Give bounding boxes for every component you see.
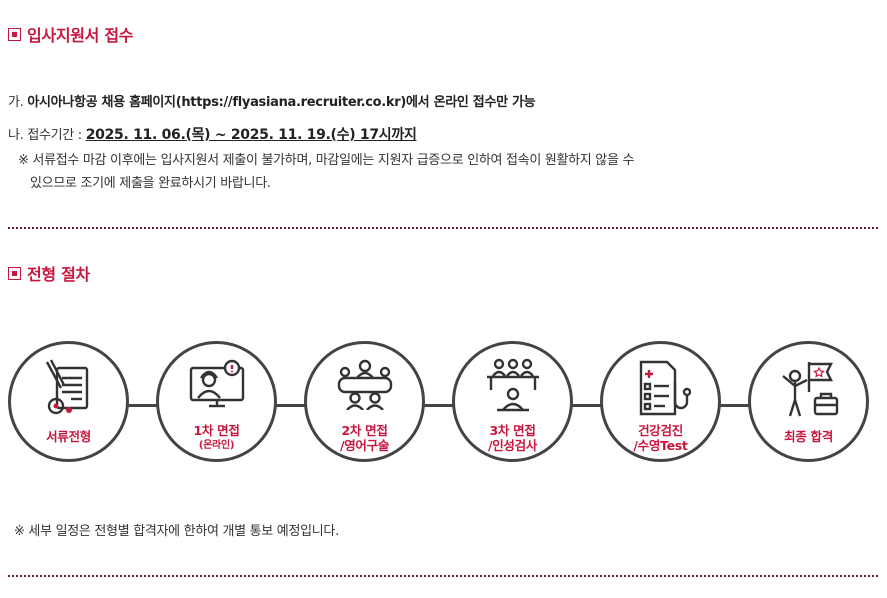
section-title-process: 전형 절차 bbox=[8, 261, 90, 285]
note-line-2: 있으므로 조기에 제출을 완료하시기 바랍니다. bbox=[30, 176, 271, 191]
item-b: 나. 접수기간 : 2025. 11. 06.(목) ~ 2025. 11. 1… bbox=[8, 127, 417, 143]
step-label: 3차 면접 /인성검사 bbox=[487, 423, 538, 453]
step-document-screening: 서류전형 bbox=[8, 341, 129, 462]
document-gear-icon bbox=[45, 359, 88, 415]
step-label: 1차 면접 (온라인) bbox=[193, 423, 240, 451]
section-divider bbox=[8, 227, 878, 229]
step-health-check: 건강검진 /수영Test bbox=[600, 341, 721, 462]
online-interview-icon bbox=[189, 359, 244, 408]
step-label: 2차 면접 /영어구술 bbox=[339, 423, 390, 453]
section-divider bbox=[8, 575, 878, 577]
steps-connector bbox=[70, 404, 810, 407]
step-interview-3: 3차 면접 /인성검사 bbox=[452, 341, 573, 462]
section-title-application: 입사지원서 접수 bbox=[8, 22, 134, 46]
square-bullet-icon bbox=[8, 266, 21, 280]
note-line-1: ※ 서류접수 마감 이후에는 입사지원서 제출이 불가하며, 마감일에는 지원자… bbox=[18, 153, 635, 168]
step-label: 서류전형 bbox=[46, 429, 91, 444]
step-label: 건강검진 /수영Test bbox=[633, 423, 688, 453]
square-bullet-icon bbox=[8, 27, 21, 41]
step-interview-2: 2차 면접 /영어구술 bbox=[304, 341, 425, 462]
medical-checklist-icon bbox=[639, 360, 691, 416]
process-note: ※ 세부 일정은 전형별 합격자에 한하여 개별 통보 예정입니다. bbox=[14, 524, 339, 539]
flag-briefcase-icon bbox=[781, 362, 838, 417]
step-final-pass: 최종 합격 bbox=[748, 341, 869, 462]
group-interview-icon bbox=[337, 359, 392, 410]
step-label: 최종 합격 bbox=[784, 429, 833, 444]
step-interview-1: 1차 면접 (온라인) bbox=[156, 341, 277, 462]
application-period: 2025. 11. 06.(목) ~ 2025. 11. 19.(수) 17시까… bbox=[85, 127, 417, 143]
item-a: 가. 아시아나항공 채용 홈페이지(https://flyasiana.recr… bbox=[8, 95, 536, 110]
panel-interview-icon bbox=[486, 358, 539, 412]
